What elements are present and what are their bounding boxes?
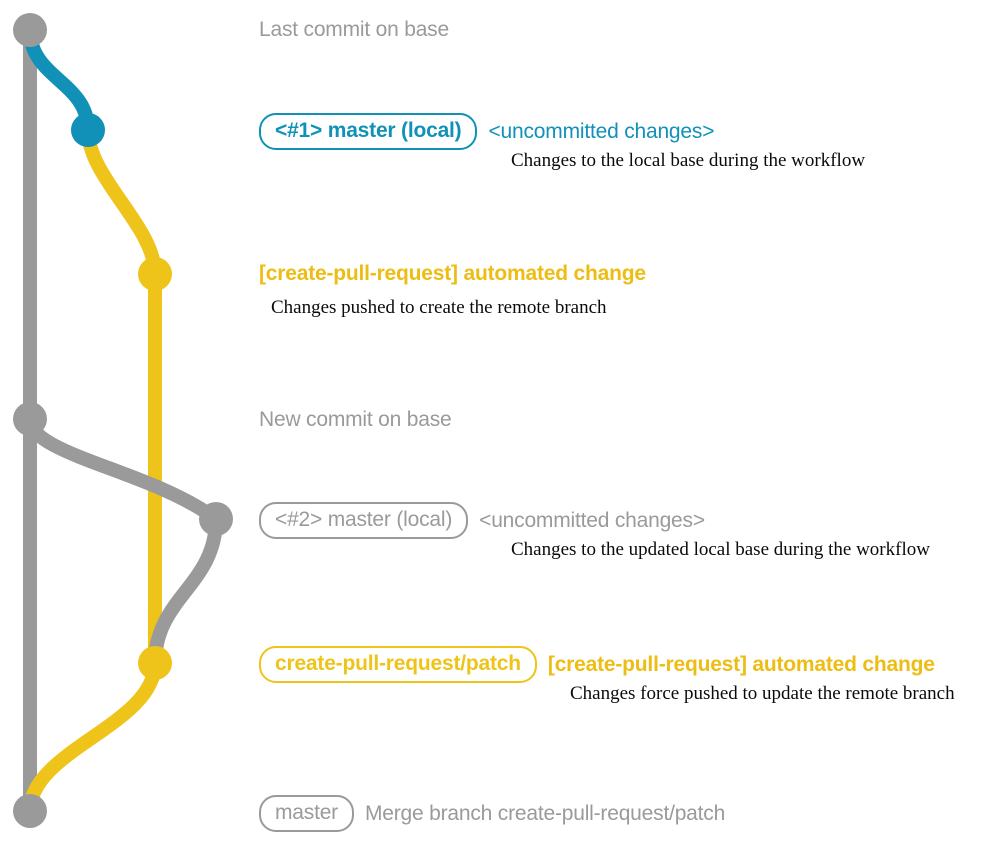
- branch-line-patch-upper: [81, 123, 162, 281]
- commit-subject-automated-change-2: [create-pull-request] automated change: [547, 652, 935, 676]
- branch-line-local-1: [23, 23, 95, 137]
- commit-row-local-uncommitted-2: <#2> master (local) <uncommitted changes…: [259, 502, 705, 540]
- commit-subject-local-uncommitted-1: <uncommitted changes>: [488, 119, 715, 143]
- commit-description-automated-change-1: Changes pushed to create the remote bran…: [271, 297, 607, 318]
- commit-subject-new-commit-on-base: New commit on base: [259, 408, 452, 431]
- commit-subject-automated-change-1: [create-pull-request] automated change: [259, 262, 646, 285]
- branch-line-local-2-in: [148, 512, 223, 670]
- commit-node-last-commit-on-base[interactable]: [13, 13, 47, 47]
- branch-label-master-local-1[interactable]: <#1> master (local): [259, 113, 478, 151]
- commit-subject-last-commit-on-base: Last commit on base: [259, 18, 449, 41]
- branch-label-master[interactable]: master: [259, 795, 354, 833]
- commit-description-local-uncommitted-1: Changes to the local base during the wor…: [511, 150, 866, 171]
- commit-description-automated-change-2: Changes force pushed to update the remot…: [570, 683, 955, 704]
- branch-line-merge: [23, 656, 162, 818]
- commit-row-automated-change-2: create-pull-request/patch [create-pull-r…: [259, 646, 935, 684]
- commit-subject-local-uncommitted-2: <uncommitted changes>: [479, 508, 705, 532]
- commit-description-local-uncommitted-2: Changes to the updated local base during…: [511, 539, 930, 560]
- commit-node-new-commit-on-base[interactable]: [13, 402, 47, 436]
- commit-node-automated-change-2[interactable]: [138, 646, 172, 680]
- commit-row-merge-commit: master Merge branch create-pull-request/…: [259, 795, 726, 833]
- branch-label-create-pull-request-patch[interactable]: create-pull-request/patch: [259, 646, 537, 684]
- branch-label-master-local-2[interactable]: <#2> master (local): [259, 502, 469, 540]
- commit-row-local-uncommitted-1: <#1> master (local) <uncommitted changes…: [259, 113, 715, 151]
- commit-node-automated-change-1[interactable]: [138, 257, 172, 291]
- commit-subject-merge-commit: Merge branch create-pull-request/patch: [364, 801, 726, 825]
- commit-node-local-uncommitted-1[interactable]: [71, 113, 105, 147]
- branch-line-local-2-out: [23, 412, 223, 526]
- commit-node-local-uncommitted-2[interactable]: [199, 502, 233, 536]
- commit-node-merge-commit[interactable]: [13, 794, 47, 828]
